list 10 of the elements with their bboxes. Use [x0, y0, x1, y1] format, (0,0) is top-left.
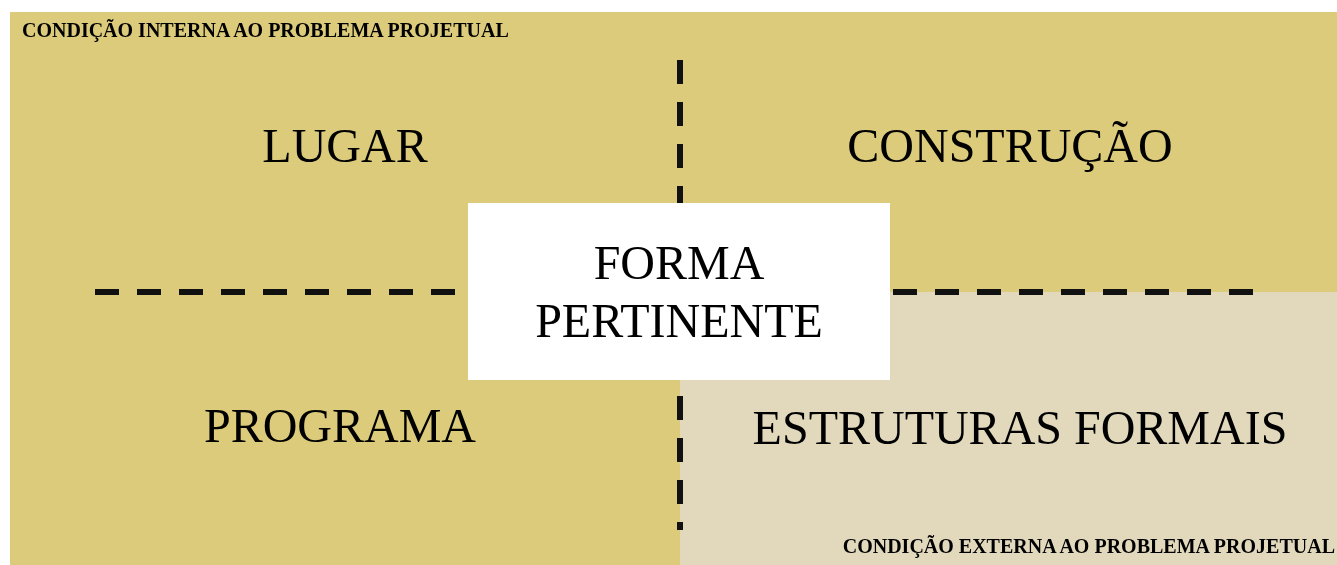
quadrant-title: PROGRAMA — [202, 402, 478, 450]
internal-condition-panel — [10, 12, 1337, 565]
quadrant-title: CONSTRUÇÃO — [846, 122, 1174, 170]
condition-caption: CONDIÇÃO EXTERNA AO PROBLEMA PROJETUAL — [842, 536, 1335, 556]
quadrant-title: ESTRUTURAS FORMAIS — [751, 404, 1289, 452]
central-box — [468, 203, 890, 380]
quadrant-title: LUGAR — [261, 122, 429, 170]
condition-caption: CONDIÇÃO INTERNA AO PROBLEMA PROJETUAL — [22, 20, 509, 40]
external-condition-panel — [680, 380, 1337, 565]
central-title: FORMA PERTINENTE — [534, 234, 824, 349]
